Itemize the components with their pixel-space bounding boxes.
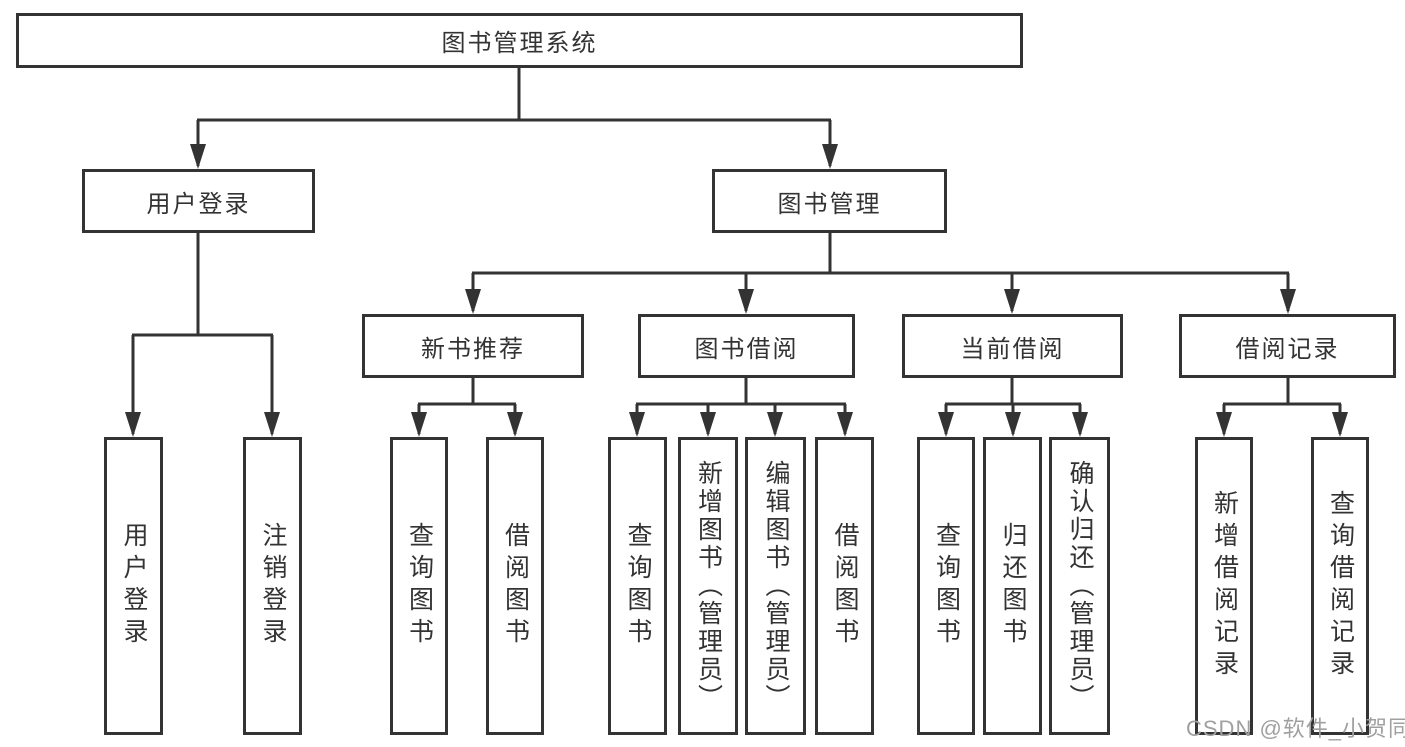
- leaf-user-login: 用户登录: [104, 437, 163, 735]
- leaf-label: 新增图书（管理员）: [694, 460, 723, 712]
- leaf-label: 确认归还（管理员）: [1066, 460, 1094, 712]
- node-label: 借阅记录: [1235, 335, 1340, 363]
- node-label: 当前借阅: [960, 335, 1065, 363]
- leaf-label: 新增借阅记录: [1210, 490, 1239, 682]
- leaf-query-books-2: 查询图书: [608, 437, 667, 735]
- csdn-watermark: CSDN @软件_小贺同学: [1186, 716, 1405, 741]
- node-label: 图书借阅: [694, 335, 799, 363]
- leaf-return-books: 归还图书: [983, 437, 1042, 735]
- leaf-borrow-books-1: 借阅图书: [486, 437, 544, 735]
- leaf-label: 用户登录: [120, 522, 148, 650]
- leaf-label: 查询图书: [405, 522, 434, 650]
- leaf-add-books-admin: 新增图书（管理员）: [678, 437, 738, 735]
- leaf-label: 查询图书: [932, 522, 961, 650]
- leaf-confirm-return-admin: 确认归还（管理员）: [1049, 437, 1110, 735]
- leaf-add-borrow-record: 新增借阅记录: [1195, 437, 1253, 735]
- node-label: 新书推荐: [421, 335, 525, 363]
- node-label: 图书管理: [777, 190, 882, 218]
- node-user-login: 用户登录: [82, 169, 315, 233]
- node-label: 图书管理系统: [441, 30, 598, 57]
- leaf-label: 注销登录: [259, 522, 287, 650]
- leaf-label: 归还图书: [999, 522, 1027, 650]
- node-book-management: 图书管理: [712, 169, 947, 233]
- leaf-label: 借阅图书: [501, 522, 530, 650]
- node-new-book-recommend: 新书推荐: [362, 314, 584, 378]
- leaf-logout: 注销登录: [243, 437, 302, 735]
- node-book-borrow: 图书借阅: [638, 314, 855, 378]
- leaf-label: 借阅图书: [831, 522, 859, 650]
- leaf-query-borrow-record: 查询借阅记录: [1311, 437, 1369, 735]
- leaf-query-books-3: 查询图书: [917, 437, 975, 735]
- leaf-borrow-books-2: 借阅图书: [815, 437, 874, 735]
- leaf-label: 查询图书: [624, 522, 652, 650]
- leaf-label: 编辑图书（管理员）: [762, 460, 790, 712]
- connector-shafts: [131, 68, 1342, 434]
- node-root-system: 图书管理系统: [16, 13, 1023, 68]
- node-current-borrow: 当前借阅: [902, 314, 1123, 378]
- leaf-edit-books-admin: 编辑图书（管理员）: [745, 437, 806, 735]
- node-borrow-records: 借阅记录: [1179, 314, 1396, 378]
- leaf-query-books-1: 查询图书: [390, 437, 448, 735]
- node-label: 用户登录: [146, 190, 251, 218]
- leaf-label: 查询借阅记录: [1326, 490, 1355, 682]
